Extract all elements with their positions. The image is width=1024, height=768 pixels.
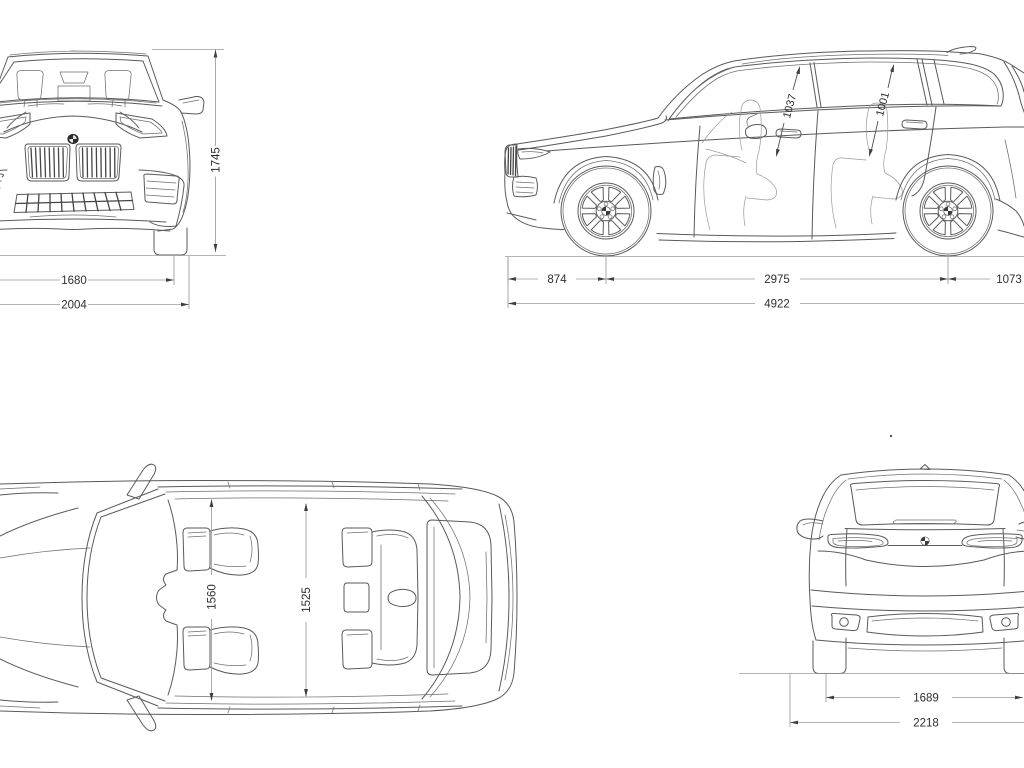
svg-text:4922: 4922 <box>764 299 790 311</box>
svg-text:1073: 1073 <box>996 274 1022 286</box>
svg-text:1745: 1745 <box>211 147 223 173</box>
svg-text:874: 874 <box>547 274 567 286</box>
svg-text:1525: 1525 <box>301 587 313 613</box>
svg-text:2218: 2218 <box>913 718 939 730</box>
svg-text:1689: 1689 <box>913 693 939 705</box>
svg-text:2004: 2004 <box>61 300 87 312</box>
svg-text:2975: 2975 <box>764 274 790 286</box>
svg-text:1680: 1680 <box>61 275 87 287</box>
svg-text:1560: 1560 <box>207 584 219 610</box>
